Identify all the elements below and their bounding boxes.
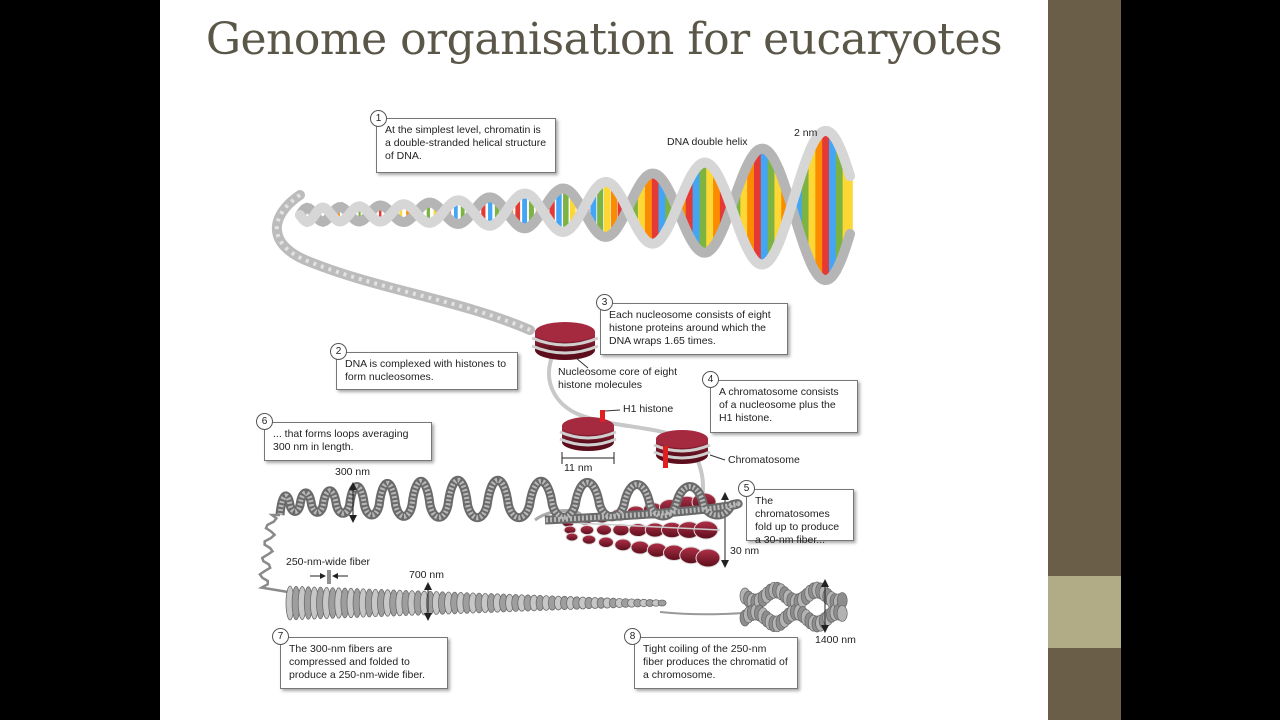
chromatid [739, 581, 848, 633]
chromatosome-unit [579, 524, 595, 536]
label-nucleosome-core: Nucleosome core of eight histone molecul… [558, 366, 688, 392]
callout-2-number: 2 [330, 343, 347, 360]
callout-5: The chromatosomes fold up to produce a 3… [746, 489, 854, 546]
callout-1: At the simplest level, chromatin is a do… [376, 118, 556, 173]
label-h1-histone: H1 histone [623, 403, 674, 415]
label-dna-double-helix: DNA double helix [667, 136, 748, 148]
callout-1-text: At the simplest level, chromatin is a do… [385, 124, 547, 162]
callout-6: ... that forms loops averaging 300 nm in… [264, 422, 432, 461]
callout-4: A chromatosome consists of a nucleosome … [710, 380, 858, 433]
callout-4-number: 4 [702, 371, 719, 388]
chromatosome-unit [598, 536, 614, 548]
chromatosome-unit [630, 540, 650, 555]
label-1400nm: 1400 nm [815, 634, 856, 646]
nucleosome-top [531, 322, 599, 360]
connecting-coil [257, 513, 289, 594]
callout-8-text: Tight coiling of the 250-nm fiber produc… [643, 643, 788, 681]
label-30nm: 30 nm [730, 545, 760, 557]
callout-8-number: 8 [624, 628, 641, 645]
callout-4-text: A chromatosome consists of a nucleosome … [719, 386, 839, 424]
chromatosome-unit [695, 548, 721, 568]
callout-6-number: 6 [256, 413, 273, 430]
dna-double-helix [295, 125, 855, 286]
label-700nm: 700 nm [409, 569, 445, 581]
slide-title: Genome organisation for eucaryotes [205, 14, 1003, 65]
callout-1-number: 1 [370, 110, 387, 127]
chromatosome-unit [596, 524, 612, 536]
callout-6-text: ... that forms loops averaging 300 nm in… [273, 428, 409, 453]
genome-diagram [257, 125, 855, 633]
callout-5-text: The chromatosomes fold up to produce a 3… [755, 495, 840, 546]
callout-5-number: 5 [738, 480, 755, 497]
h1-histone-marker [600, 410, 605, 422]
nucleosome-11nm [559, 417, 617, 451]
side-accent-block [1048, 576, 1121, 648]
linker-dna [547, 349, 705, 506]
label-300nm: 300 nm [335, 466, 371, 478]
callout-3-number: 3 [596, 294, 613, 311]
callout-7-text: The 300-nm fibers are compressed and fol… [289, 643, 425, 681]
callout-3-text: Each nucleosome consists of eight histon… [609, 309, 771, 347]
chromatosome-unit [565, 532, 579, 542]
label-nucleosome-core-text: Nucleosome core of eight histone molecul… [558, 366, 678, 391]
slide: Genome organisation for eucaryotes [160, 0, 1048, 720]
callout-8: Tight coiling of the 250-nm fiber produc… [634, 637, 798, 689]
fiber-coil [657, 599, 667, 607]
callout-7: The 300-nm fibers are compressed and fol… [280, 637, 448, 689]
fiber-250nm [285, 585, 667, 621]
chromatosome [653, 430, 711, 468]
dna-strand-front [295, 125, 855, 270]
loops-300nm [275, 476, 743, 525]
callout-7-number: 7 [272, 628, 289, 645]
label-11nm: 11 nm [564, 462, 593, 474]
label-250nm-fiber: 250-nm-wide fiber [286, 556, 371, 568]
callout-2-text: DNA is complexed with histones to form n… [345, 358, 507, 383]
label-2nm: 2 nm [794, 127, 818, 139]
chromatosome-unit [581, 534, 597, 545]
callout-2: DNA is complexed with histones to form n… [336, 352, 518, 390]
label-chromatosome: Chromatosome [728, 454, 800, 466]
dna-gray-strand-inner [274, 193, 531, 332]
chromatosome-unit [614, 538, 632, 552]
callout-3: Each nucleosome consists of eight histon… [600, 303, 788, 355]
